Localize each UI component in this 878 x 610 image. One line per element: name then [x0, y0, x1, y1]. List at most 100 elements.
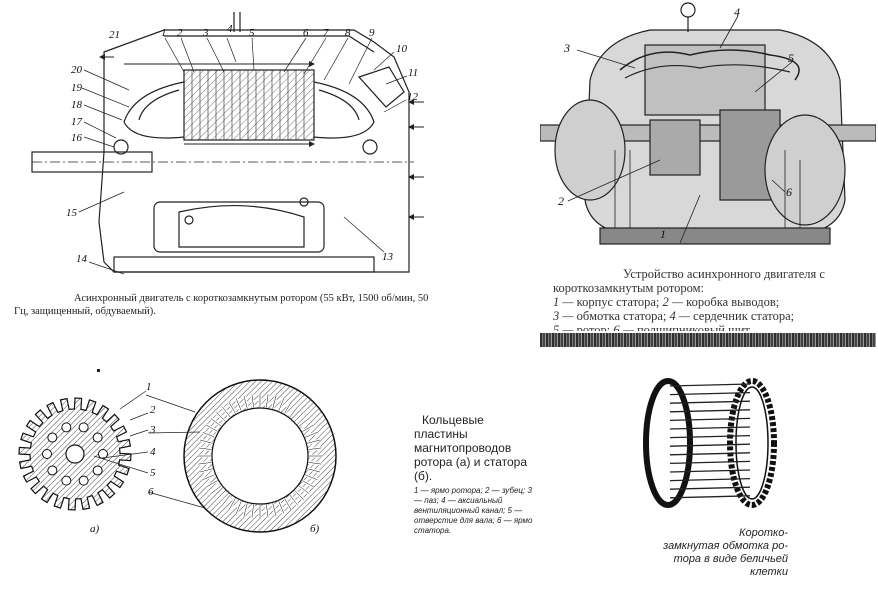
cage-bar — [669, 434, 751, 439]
f3-label-4: 4 — [150, 446, 156, 458]
f3-label-2: 2 — [150, 404, 156, 416]
cage-bar — [669, 469, 751, 473]
f1-label-20: 20 — [71, 64, 83, 76]
stator-slot-edge — [266, 504, 269, 518]
figure2-title: Устройство асинхронного двигателя с коро… — [553, 267, 825, 295]
stator-slot-edge — [202, 432, 215, 438]
stator-slot-edge — [298, 418, 310, 427]
cage-bar — [669, 443, 751, 447]
stator-slot-edge — [272, 396, 277, 409]
f1-label-15: 15 — [66, 207, 78, 219]
f1-label-11: 11 — [408, 67, 418, 79]
stator-slot-edge — [222, 406, 231, 418]
f1-label-12: 12 — [407, 91, 419, 103]
f2-legend-num-6: 6 — [613, 323, 620, 331]
stator-slot-edge — [200, 468, 213, 473]
stator-slot-edge — [266, 394, 269, 408]
figure-motor-section: 1 2 3 4 5 6 7 8 9 10 11 12 13 14 15 16 1… — [14, 12, 439, 287]
stator-slot-edge — [272, 503, 277, 516]
stator-slot-edge — [305, 474, 318, 480]
cage-bar — [669, 400, 751, 404]
stator-slot-edge — [210, 485, 222, 494]
cage-bar — [669, 452, 751, 456]
f4-caption-line-3: тора в виде беличьей — [673, 553, 788, 565]
f4-caption-line-2: замкнутая обмотка ро- — [663, 540, 788, 552]
figure2-legend-row-1: 1 — корпус статора; 2 — коробка выводов; — [553, 295, 780, 309]
f1-label-6: 6 — [303, 27, 309, 39]
f3-label-3: 3 — [149, 424, 156, 436]
f2-legend-num-4: 4 — [669, 309, 676, 323]
f1-label-2: 2 — [177, 27, 183, 39]
motor-cutaway-drawing: 1 2 3 4 5 6 — [539, 0, 877, 262]
rotor-vent-hole — [42, 449, 52, 459]
stator-slot-edge — [251, 394, 254, 408]
figure4-caption: Коротко- замкнутая обмотка ро- тора в ви… — [628, 527, 788, 579]
rotor-vent-hole — [47, 432, 58, 443]
stator-lamination — [183, 379, 337, 533]
stator-slot-edge — [251, 504, 254, 518]
torn-edge — [540, 333, 876, 347]
figure1-caption: Асинхронный двигатель с короткозамкнутым… — [14, 293, 429, 317]
rotor-vent-hole — [61, 475, 72, 486]
stator-slot-edge — [216, 490, 226, 500]
rotor-vent-hole — [47, 465, 58, 476]
figure2-caption: Устройство асинхронного двигателя с коро… — [553, 267, 853, 331]
figure-laminations: 1 2 3 4 5 6 а) б) — [10, 372, 410, 547]
f3-label-5: 5 — [150, 467, 156, 479]
stator-slot-edge — [278, 501, 284, 514]
rotor-vent-hole — [92, 465, 103, 476]
rotor-vent-hole — [78, 475, 89, 486]
rotor-vent-hole — [78, 422, 89, 433]
f2-legend-num-1: 1 — [553, 295, 560, 309]
stator-slot-edge — [294, 490, 304, 500]
stator-slot-edge — [302, 424, 314, 432]
cage-bar — [669, 426, 751, 430]
f2-legend-text-6: подшипниковый щит — [636, 323, 750, 331]
cage-bar — [669, 417, 751, 422]
f2-legend-num-3: 3 — [553, 309, 560, 323]
stator-slot-edge — [243, 396, 248, 409]
f1-label-1: 1 — [161, 27, 167, 39]
figure3-caption-title: Кольцевые пластины магнитопроводов ротор… — [414, 413, 527, 483]
f4-caption-line-4: клетки — [750, 566, 788, 578]
f3-label-1: 1 — [146, 381, 152, 393]
f1-label-21: 21 — [109, 29, 120, 41]
f1-label-8: 8 — [345, 27, 351, 39]
stator-slot-edge — [308, 462, 322, 465]
stator-slot-edge — [236, 501, 242, 514]
stator-slot-edge — [289, 406, 298, 418]
f2-legend-text-5: ротор; — [576, 323, 611, 331]
f2-label-4: 4 — [734, 5, 740, 19]
stray-dot — [97, 369, 100, 372]
stator-slot-edge — [206, 424, 218, 432]
f3-sublabel-a: а) — [90, 523, 100, 535]
stator-slot-edge — [210, 418, 222, 427]
rotor-vent-hole — [61, 422, 72, 433]
cage-bar — [669, 383, 751, 387]
f1-label-14: 14 — [76, 253, 88, 265]
f2-label-2: 2 — [558, 194, 564, 208]
f2-legend-text-4: сердечник статора; — [693, 309, 795, 323]
figure-motor-cutaway: 1 2 3 4 5 6 — [539, 0, 877, 262]
f3-sublabel-b: б) — [310, 523, 320, 535]
f1-label-9: 9 — [369, 27, 375, 39]
cage-bar — [669, 495, 751, 499]
f1-label-3: 3 — [202, 27, 209, 39]
rotor-vent-hole — [92, 432, 103, 443]
f1-label-4: 4 — [227, 23, 233, 35]
figure3-caption-legend: 1 — ярмо ротора; 2 — зубец; 3 — паз; 4 —… — [414, 486, 533, 535]
stator-slot-edge — [302, 480, 314, 488]
f4-caption-line-1: Коротко- — [739, 527, 788, 539]
cage-bar — [669, 409, 751, 413]
f2-label-3: 3 — [563, 41, 570, 55]
stator-slot-edge — [284, 402, 292, 414]
f2-legend-num-5: 5 — [553, 323, 560, 331]
f3-label-6: 6 — [148, 486, 154, 498]
cage-bar — [669, 486, 751, 490]
figure2-legend-row-3: 5 — ротор; 6 — подшипниковый щит — [553, 323, 853, 331]
stator-slot-edge — [202, 474, 215, 480]
stator-slot-edge — [198, 462, 212, 465]
motor-section-drawing: 1 2 3 4 5 6 7 8 9 10 11 12 13 14 15 16 1… — [31, 12, 424, 275]
laminations-drawing: 1 2 3 4 5 6 а) б) — [18, 379, 337, 535]
stator-slot-edge — [278, 398, 284, 411]
